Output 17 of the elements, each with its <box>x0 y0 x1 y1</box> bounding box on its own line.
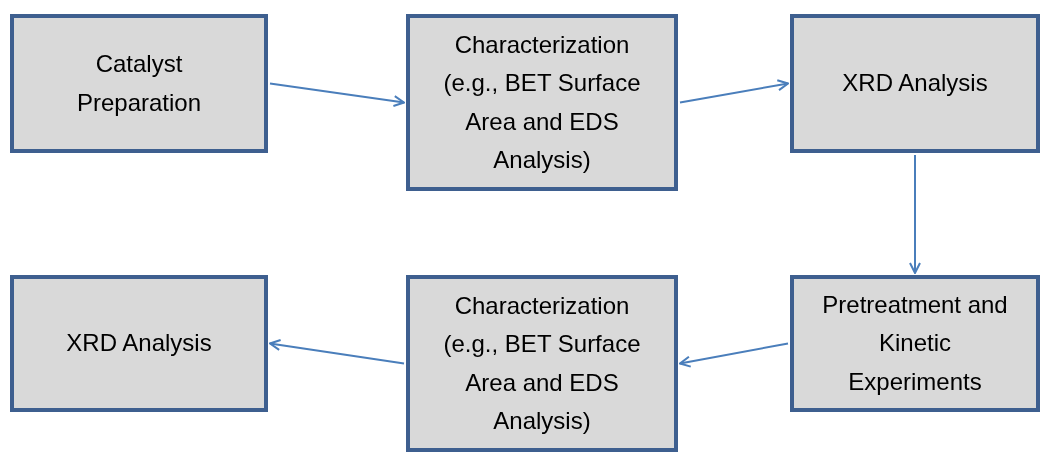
arrow <box>679 342 789 368</box>
box-label: Catalyst Preparation <box>75 49 203 118</box>
arrow <box>269 339 405 365</box>
process-box <box>10 14 268 153</box>
box-label: Pretreatment and Kinetic Experiments <box>821 289 1009 397</box>
box-label: Characterization (e.g., BET Surface Area and EDS Analysis) <box>442 29 642 175</box>
process-box <box>790 14 1040 153</box>
process-box <box>406 14 678 191</box>
process-box <box>10 275 268 412</box>
process-box <box>406 275 678 452</box>
arrow <box>269 82 405 108</box>
arrow <box>679 79 789 104</box>
box-label: XRD Analysis <box>842 68 988 99</box>
box-label: XRD Analysis <box>66 328 212 359</box>
arrow <box>909 154 921 274</box>
box-label: Characterization (e.g., BET Surface Area and EDS Analysis) <box>442 290 642 436</box>
process-box <box>790 275 1040 412</box>
